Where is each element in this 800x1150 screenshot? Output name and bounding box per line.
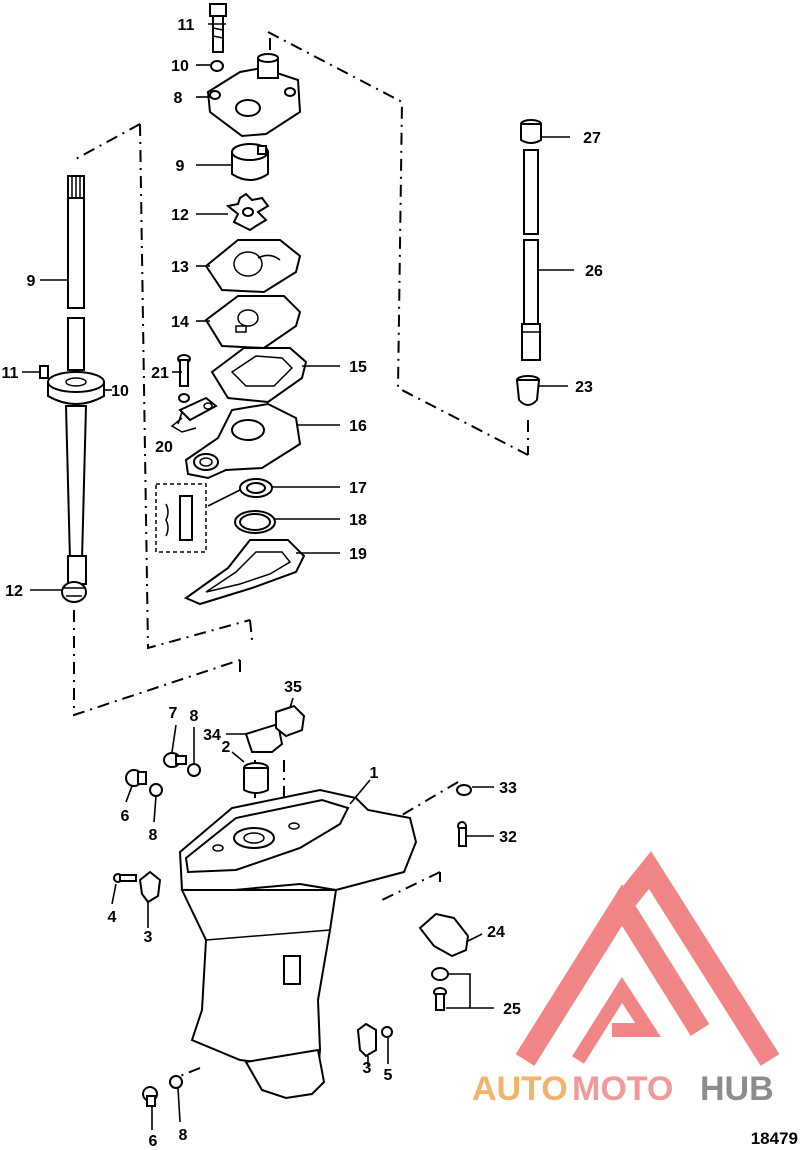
- callout-22: 17: [349, 480, 367, 497]
- watermark-text: AUTO MOTO HUB: [472, 1070, 774, 1108]
- impeller-17: [225, 192, 270, 232]
- watermark-triangle: [515, 851, 780, 1066]
- callout-23: 18: [349, 512, 367, 529]
- callout-28-label: 24: [487, 924, 505, 941]
- anode-3a: [138, 870, 162, 904]
- grommet-27: [515, 375, 541, 406]
- callout-17: 12: [171, 207, 189, 224]
- plate-19: [204, 295, 302, 350]
- callout-7: 7: [169, 705, 178, 722]
- pump-housing-13: [206, 53, 302, 138]
- bearing-kit-inset: [155, 483, 207, 553]
- gasket-18: [204, 239, 302, 294]
- clip-25: [170, 396, 218, 433]
- callout-33: 33: [499, 780, 517, 797]
- callout-26: 21: [151, 365, 169, 382]
- callout-19: 14: [171, 314, 189, 331]
- callout-8a: 8: [190, 708, 199, 725]
- callout-3b: 3: [363, 1060, 372, 1077]
- watermark-auto: AUTO: [472, 1070, 568, 1108]
- washer-8c: [169, 1075, 183, 1089]
- watermark-logo: [515, 851, 780, 1066]
- callout-5: 5: [384, 1067, 393, 1084]
- callout-labels: 11 10 8 9 12 13 14 15 16 17 18 19 21 20 …: [108, 17, 603, 1150]
- callout-29: 25: [503, 1001, 521, 1018]
- gear-housing-1: [178, 788, 418, 1100]
- screw-4: [113, 873, 137, 883]
- gasket-24: [183, 539, 306, 606]
- washer-29: [431, 967, 449, 981]
- callout-18: 13: [171, 259, 189, 276]
- callout-30: 26: [585, 263, 603, 280]
- washer-15: [210, 60, 224, 72]
- screw-32-washer-33: [456, 784, 472, 847]
- callout-13: 8: [174, 90, 183, 107]
- callout-32: 32: [499, 829, 517, 846]
- screw-29: [433, 987, 447, 1011]
- driveshaft-9: [67, 175, 85, 309]
- gasket-20: [210, 347, 308, 404]
- bearing-22: [207, 478, 273, 507]
- water-tube-30: [521, 149, 541, 361]
- callout-4: 4: [108, 909, 117, 926]
- callout-21: 16: [349, 418, 367, 435]
- callout-34-label: 34: [203, 727, 221, 744]
- pump-bolt-16: [209, 3, 227, 53]
- pump-insert-14: [231, 143, 269, 181]
- washer-8b: [149, 783, 163, 797]
- callout-1: 1: [370, 765, 379, 782]
- watermark-moto: MOTO: [572, 1070, 673, 1108]
- watermark-hub: HUB: [700, 1070, 774, 1108]
- clip-34: [244, 722, 284, 753]
- o-ring-23: [234, 510, 276, 534]
- callout-24: 19: [349, 546, 367, 563]
- bearing-10: [47, 371, 105, 405]
- callout-15: 10: [171, 58, 189, 75]
- callout-35: 35: [284, 679, 302, 696]
- callout-6a: 6: [121, 808, 130, 825]
- pinion-12: [61, 581, 87, 603]
- plug-6b: [142, 1086, 158, 1107]
- grommet-31: [520, 119, 542, 144]
- callout-2: 2: [222, 739, 231, 756]
- nut-5: [381, 1026, 393, 1038]
- figure-number: 18479: [751, 1129, 798, 1148]
- driveshaft-lower: [64, 317, 88, 585]
- bushing-2: [243, 762, 269, 794]
- callout-27: 23: [575, 379, 593, 396]
- screw-26: [177, 354, 191, 403]
- callout-14: 9: [176, 158, 185, 175]
- callout-20: 15: [349, 359, 367, 376]
- callout-25: 20: [155, 439, 173, 456]
- callout-6b: 6: [149, 1133, 158, 1150]
- callout-31: 27: [583, 130, 601, 147]
- key-11: [39, 365, 49, 379]
- callout-3a: 3: [144, 929, 153, 946]
- trim-tab-28: [418, 912, 470, 958]
- anode-3b: [356, 1022, 377, 1058]
- plug-6a: [125, 769, 147, 787]
- leader-lines: [22, 23, 574, 1130]
- screw-7: [163, 752, 187, 768]
- washer-8a: [187, 763, 201, 777]
- pad-35: [275, 704, 306, 738]
- pump-base-21: [184, 402, 302, 480]
- callout-16: 11: [178, 17, 195, 34]
